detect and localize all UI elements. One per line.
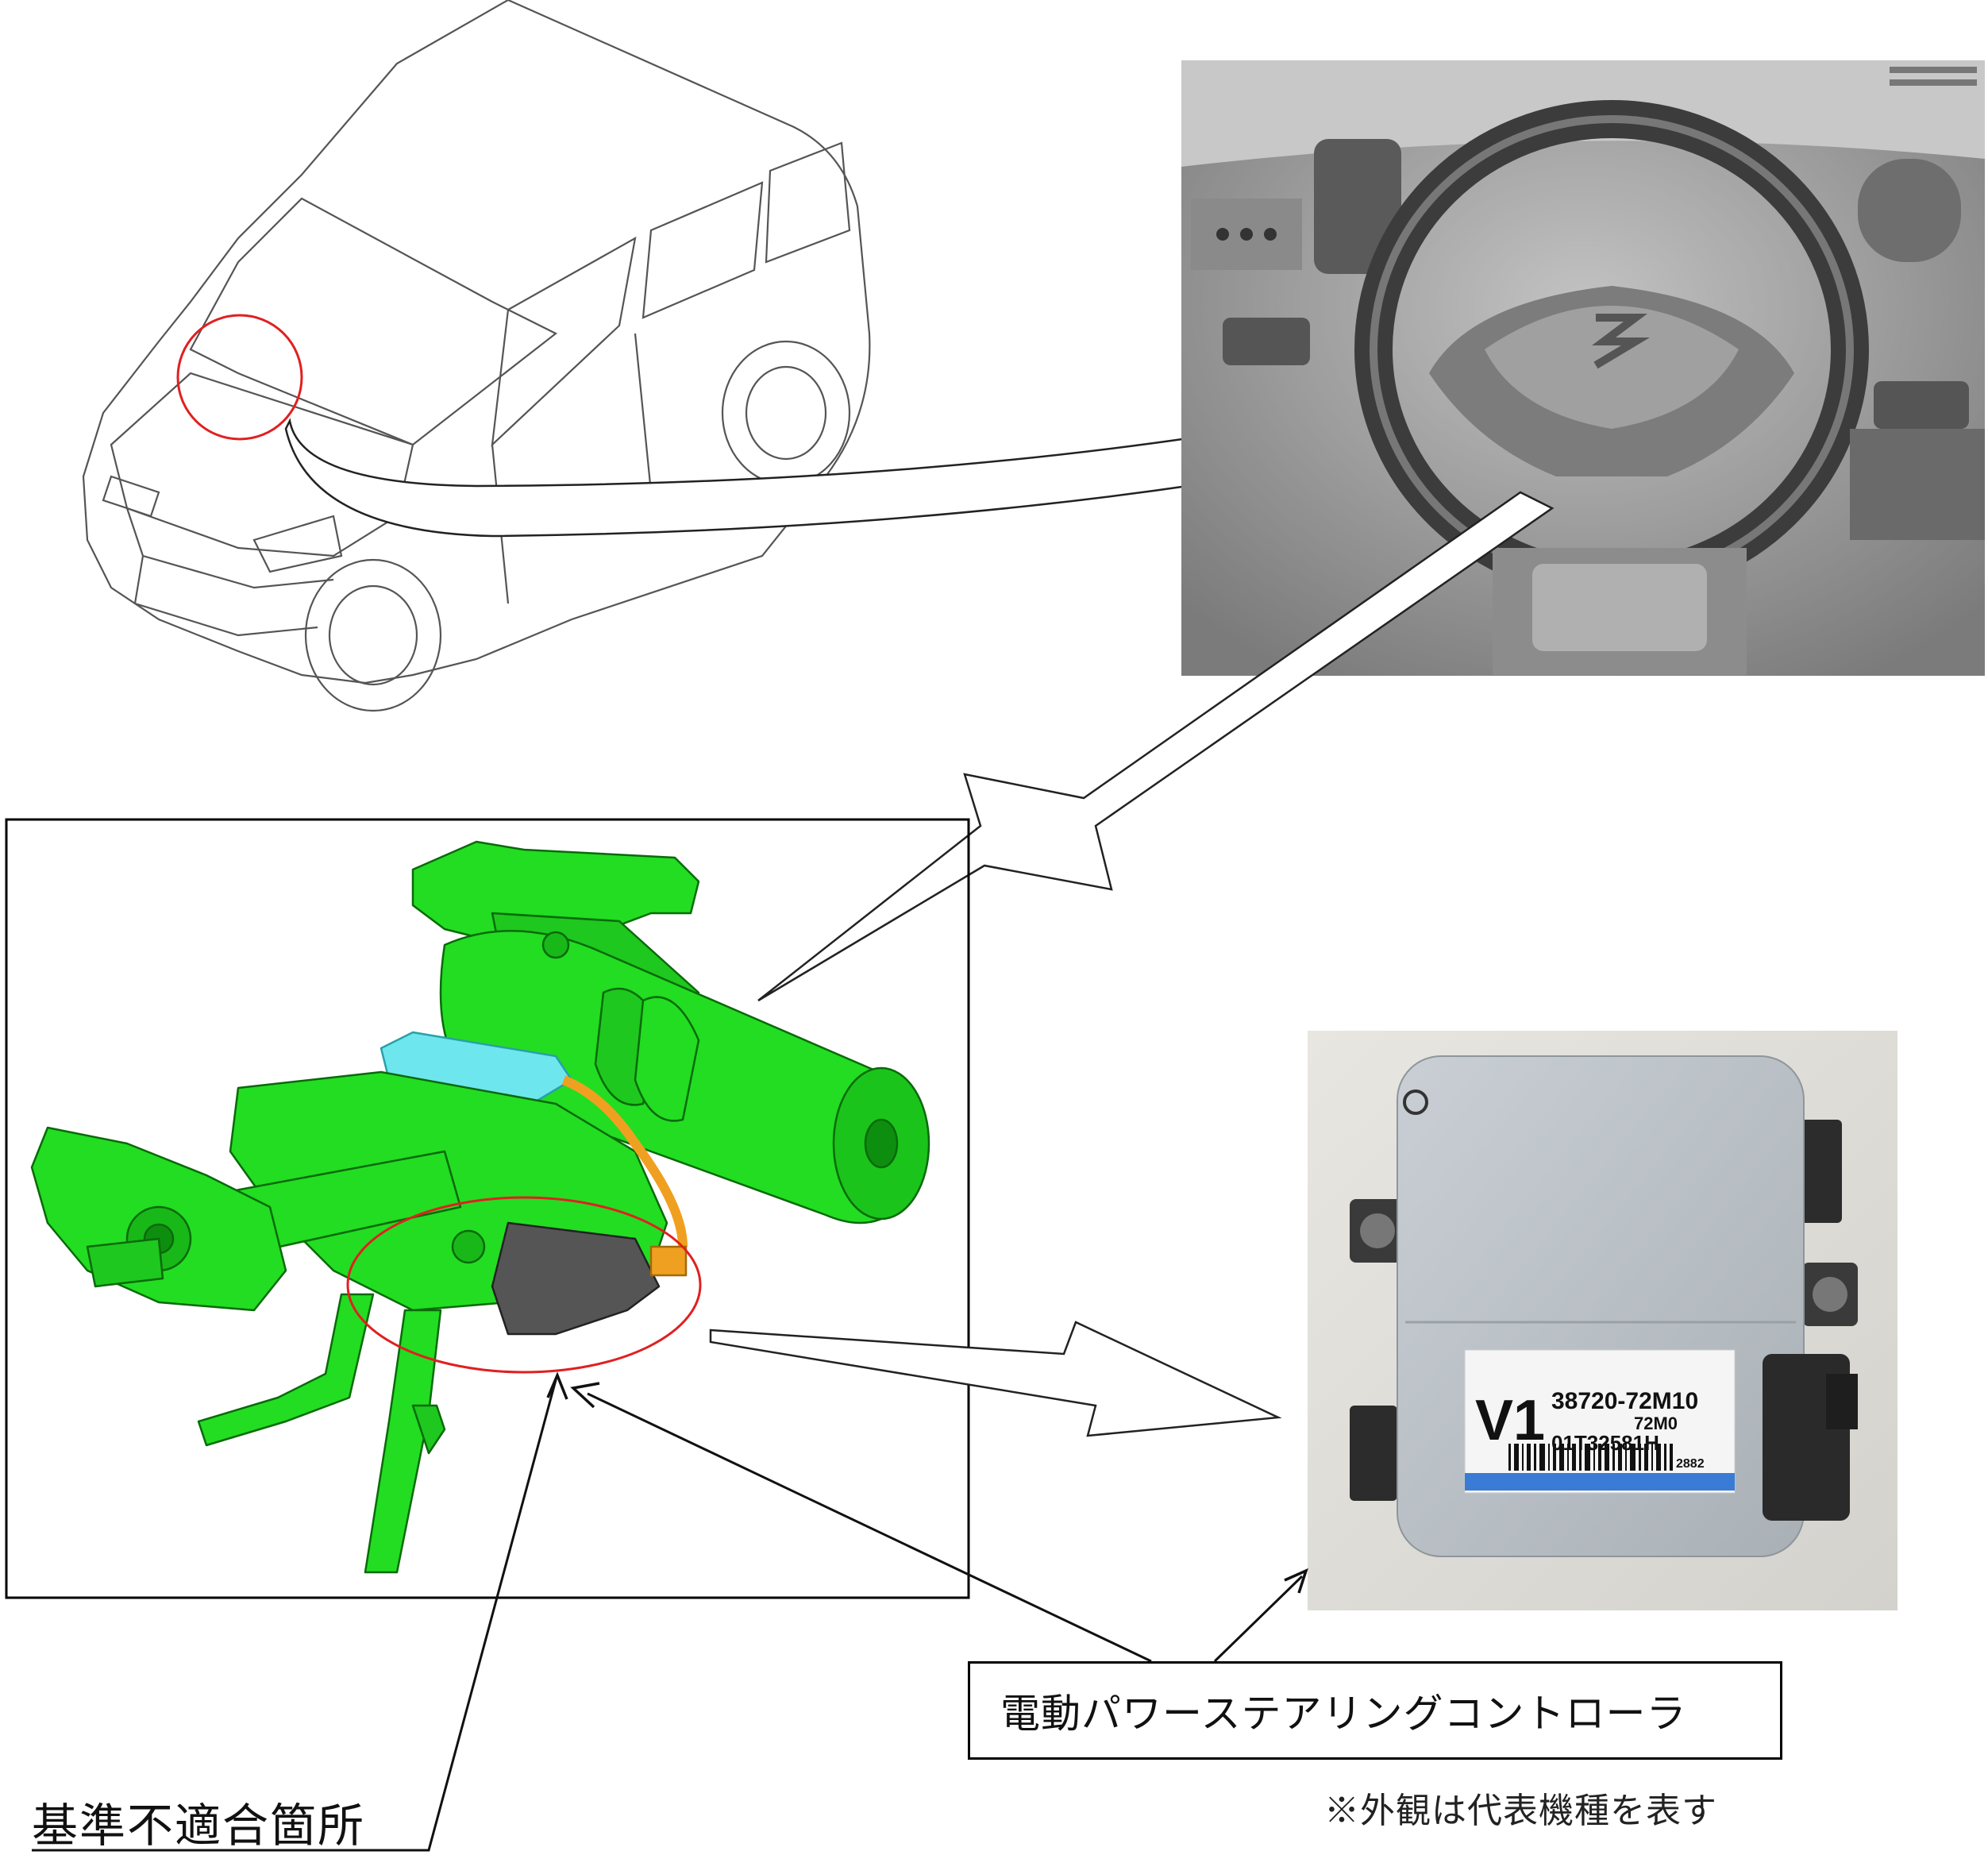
ecu-part-number: 38720-72M10 bbox=[1551, 1388, 1699, 1414]
steering-column-illustration bbox=[30, 840, 930, 1574]
controller-label: 電動パワーステアリングコントローラ bbox=[1000, 1691, 1687, 1737]
dashboard-to-column-arrow bbox=[757, 491, 1555, 1002]
ecu-serial-number: 01T32581H bbox=[1551, 1431, 1659, 1455]
car-outline-illustration bbox=[82, 0, 871, 712]
ecu-photo bbox=[1308, 1031, 1897, 1610]
column-to-ecu-photo-arrow bbox=[709, 1321, 1282, 1437]
steering-area-highlight-circle bbox=[176, 314, 303, 441]
ecu-sub-code: 72M0 bbox=[1634, 1413, 1678, 1433]
controller-pointer-lines bbox=[570, 1382, 1308, 1663]
appearance-note: ※外観は代表機種を表す bbox=[1324, 1791, 1717, 1831]
ecu-tail-code: 2882 bbox=[1676, 1457, 1705, 1471]
ecu-grade-code: V1 bbox=[1475, 1389, 1546, 1452]
steering-column-frame bbox=[5, 818, 970, 1599]
defect-area-highlight-ellipse bbox=[346, 1196, 702, 1374]
dashboard-photo bbox=[1181, 60, 1985, 676]
defect-pointer-line bbox=[32, 1371, 568, 1852]
controller-label-box: 電動パワーステアリングコントローラ bbox=[968, 1661, 1782, 1760]
defect-location-label: 基準不適合箇所 bbox=[32, 1799, 366, 1853]
car-to-dashboard-arrow bbox=[284, 395, 1289, 538]
